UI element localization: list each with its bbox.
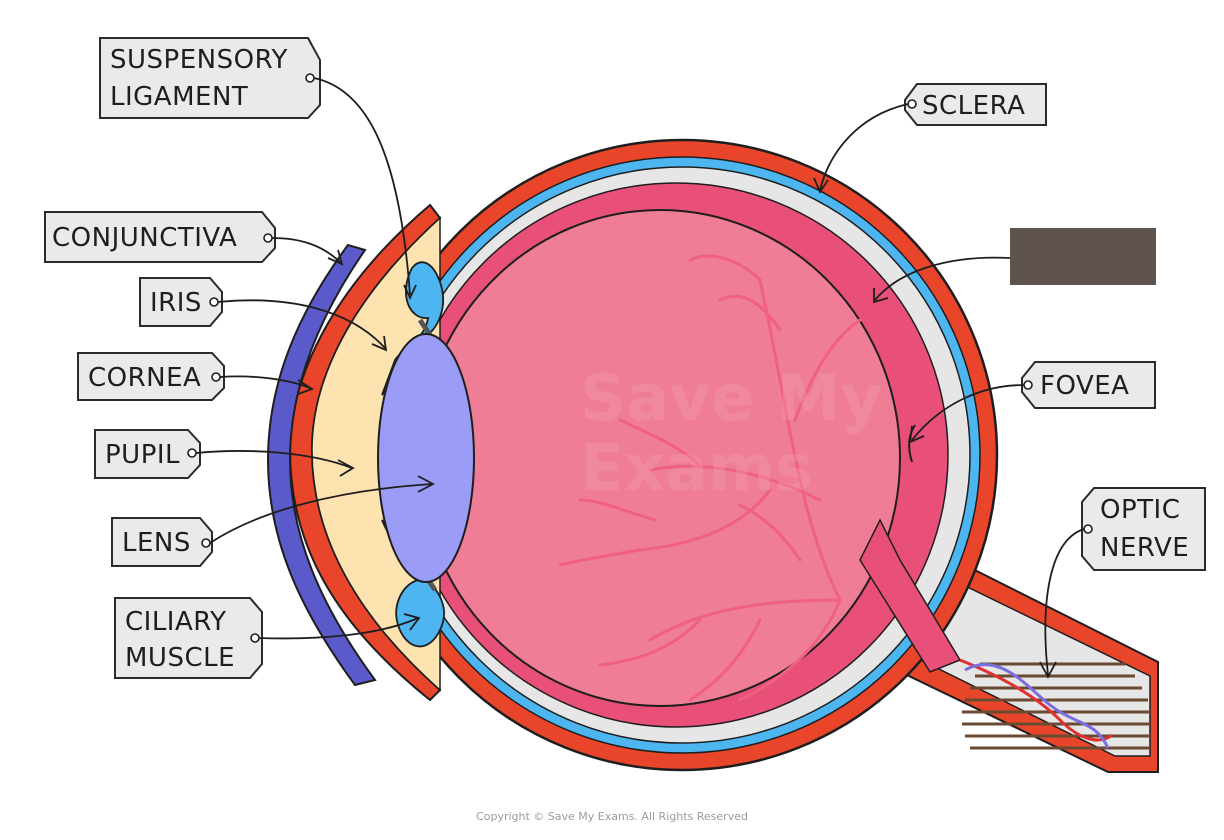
label-iris: IRIS xyxy=(139,277,388,352)
eyeball xyxy=(365,138,999,772)
retinal-blood-vessels xyxy=(558,254,862,702)
watermark: Save My Exams xyxy=(580,362,882,506)
label-sclera-text: SCLERA xyxy=(922,91,1025,121)
label-iris-text: IRIS xyxy=(150,288,202,318)
label-conjunctiva-text: CONJUNCTIVA xyxy=(52,223,237,253)
nerve-vein xyxy=(964,663,1110,749)
optic-disc xyxy=(859,518,962,673)
label-ciliary-line1: CILIARY xyxy=(125,607,227,637)
label-conjunctiva: CONJUNCTIVA xyxy=(44,211,344,266)
label-suspensory-line2: LIGAMENT xyxy=(110,82,248,112)
label-suspensory-ligament: SUSPENSORY LIGAMENT xyxy=(99,37,417,301)
label-optic-line1: OPTIC xyxy=(1100,495,1180,525)
label-cornea: CORNEA xyxy=(77,352,315,401)
label-lens-text: LENS xyxy=(122,528,191,558)
label-fovea: FOVEA xyxy=(908,361,1156,444)
watermark-line2: Exams xyxy=(580,432,813,506)
copyright-text: Copyright © Save My Exams. All Rights Re… xyxy=(476,810,748,823)
label-optic-nerve: OPTIC NERVE xyxy=(1039,487,1206,679)
optic-nerve-fibres xyxy=(959,658,1150,750)
label-ciliary-line2: MUSCLE xyxy=(125,643,235,673)
label-suspensory-line1: SUSPENSORY xyxy=(110,45,288,75)
nerve-artery xyxy=(959,658,1113,742)
redacted-label-pointer xyxy=(873,256,1011,304)
label-pupil-text: PUPIL xyxy=(105,440,180,470)
label-ciliary-muscle: CILIARY MUSCLE xyxy=(114,597,421,679)
watermark-line1: Save My xyxy=(580,362,882,436)
label-sclera: SCLERA xyxy=(813,83,1047,194)
label-cornea-text: CORNEA xyxy=(88,363,201,393)
label-optic-line2: NERVE xyxy=(1100,533,1189,563)
redacted-label-box xyxy=(1010,228,1156,285)
label-pupil: PUPIL xyxy=(94,429,355,479)
front-of-eye xyxy=(266,203,475,702)
lens-shape xyxy=(377,333,475,583)
label-fovea-text: FOVEA xyxy=(1040,371,1129,401)
label-lens: LENS xyxy=(111,475,435,567)
upper-ligament xyxy=(417,318,433,337)
